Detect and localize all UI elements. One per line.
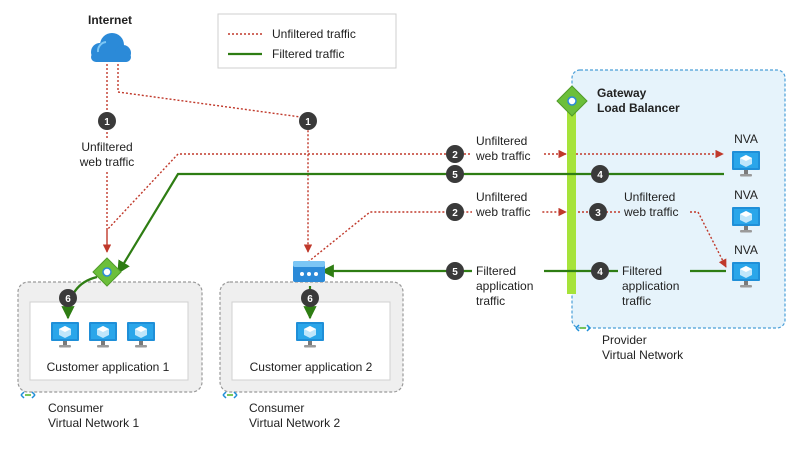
svg-text:6: 6 [307, 294, 313, 305]
label-filtered-left-line2: application [476, 279, 533, 293]
provider-vnet-line2: Virtual Network [602, 348, 684, 362]
step-badge-5b: 5 [446, 262, 464, 280]
svg-text:4: 4 [597, 267, 603, 278]
internet-label: Internet [88, 13, 132, 27]
step-badge-4b: 4 [591, 262, 609, 280]
svg-text:1: 1 [305, 117, 311, 128]
customer-app-2-label: Customer application 2 [250, 360, 373, 374]
internet-node: Internet [88, 13, 132, 62]
consumer-vnet-1-line1: Consumer [48, 401, 103, 415]
legend: Unfiltered traffic Filtered traffic [217, 13, 397, 69]
path-lb-to-app-1 [61, 275, 98, 320]
svg-text:5: 5 [452, 267, 458, 278]
svg-text:2: 2 [452, 150, 458, 161]
label-unfiltered-row2b-line1: Unfiltered [476, 190, 527, 204]
svg-text:4: 4 [597, 170, 603, 181]
customer-app-1-label: Customer application 1 [47, 360, 170, 374]
provider-vnet-line1: Provider [602, 333, 647, 347]
path-gateway-to-nva-3 [578, 211, 727, 268]
path-consumer-1-to-gateway [106, 149, 567, 252]
svg-text:2: 2 [452, 208, 458, 219]
step-badge-1b: 1 [299, 112, 317, 130]
label-filtered-left-line3: traffic [476, 294, 505, 308]
step-badge-6a: 6 [59, 289, 77, 307]
nva-3-label: NVA [734, 243, 758, 257]
step-badge-2a: 2 [446, 145, 464, 163]
step-badge-1a: 1 [98, 112, 116, 130]
gateway-label-line2: Load Balancer [597, 101, 680, 115]
step-badge-6b: 6 [301, 289, 319, 307]
consumer-vnet-2-icon [222, 391, 238, 399]
label-unfiltered-c1-line2: web traffic [79, 155, 134, 169]
consumer-2-lb-icon [293, 261, 325, 282]
gateway-bar [567, 98, 576, 294]
step-badge-5a: 5 [446, 165, 464, 183]
label-filtered-right-line2: application [622, 279, 679, 293]
consumer-vnet-1-line2: Virtual Network 1 [48, 416, 139, 430]
step-badges: 1 1 2 2 3 4 4 5 5 6 6 [59, 112, 609, 307]
label-unfiltered-row2a-line1: Unfiltered [476, 134, 527, 148]
label-unfiltered-row2b-line2: web traffic [475, 205, 530, 219]
consumer-vnet-1-icon [20, 391, 36, 399]
nva-1-label: NVA [734, 132, 758, 146]
legend-filtered-label: Filtered traffic [272, 47, 344, 61]
label-filtered-left-line1: Filtered [476, 264, 516, 278]
svg-text:6: 6 [65, 294, 71, 305]
label-unfiltered-c1-line1: Unfiltered [81, 140, 132, 154]
label-filtered-right-line1: Filtered [622, 264, 662, 278]
flow-labels: Unfiltered web traffic Unfiltered web tr… [70, 134, 690, 310]
gateway-load-balancer-node: Gateway Load Balancer [556, 85, 680, 117]
path-internet-to-consumer-2 [117, 64, 313, 253]
step-badge-4a: 4 [591, 165, 609, 183]
svg-text:3: 3 [595, 208, 601, 219]
path-nva-1-to-consumer-1 [117, 172, 724, 275]
svg-text:1: 1 [104, 117, 110, 128]
step-badge-2b: 2 [446, 203, 464, 221]
label-unfiltered-row2a-line2: web traffic [475, 149, 530, 163]
label-unfiltered-row3-line2: web traffic [623, 205, 678, 219]
legend-unfiltered-label: Unfiltered traffic [272, 27, 356, 41]
step-badge-3: 3 [589, 203, 607, 221]
label-unfiltered-row3-line1: Unfiltered [624, 190, 675, 204]
consumer-vnet-2-line1: Consumer [249, 401, 304, 415]
label-filtered-right-line3: traffic [622, 294, 651, 308]
consumer-1-lb-icon [92, 257, 122, 287]
cloud-icon [91, 33, 131, 62]
consumer-vnet-2-line2: Virtual Network 2 [249, 416, 340, 430]
nva-2-label: NVA [734, 188, 758, 202]
gateway-label-line1: Gateway [597, 86, 647, 100]
svg-text:5: 5 [452, 170, 458, 181]
